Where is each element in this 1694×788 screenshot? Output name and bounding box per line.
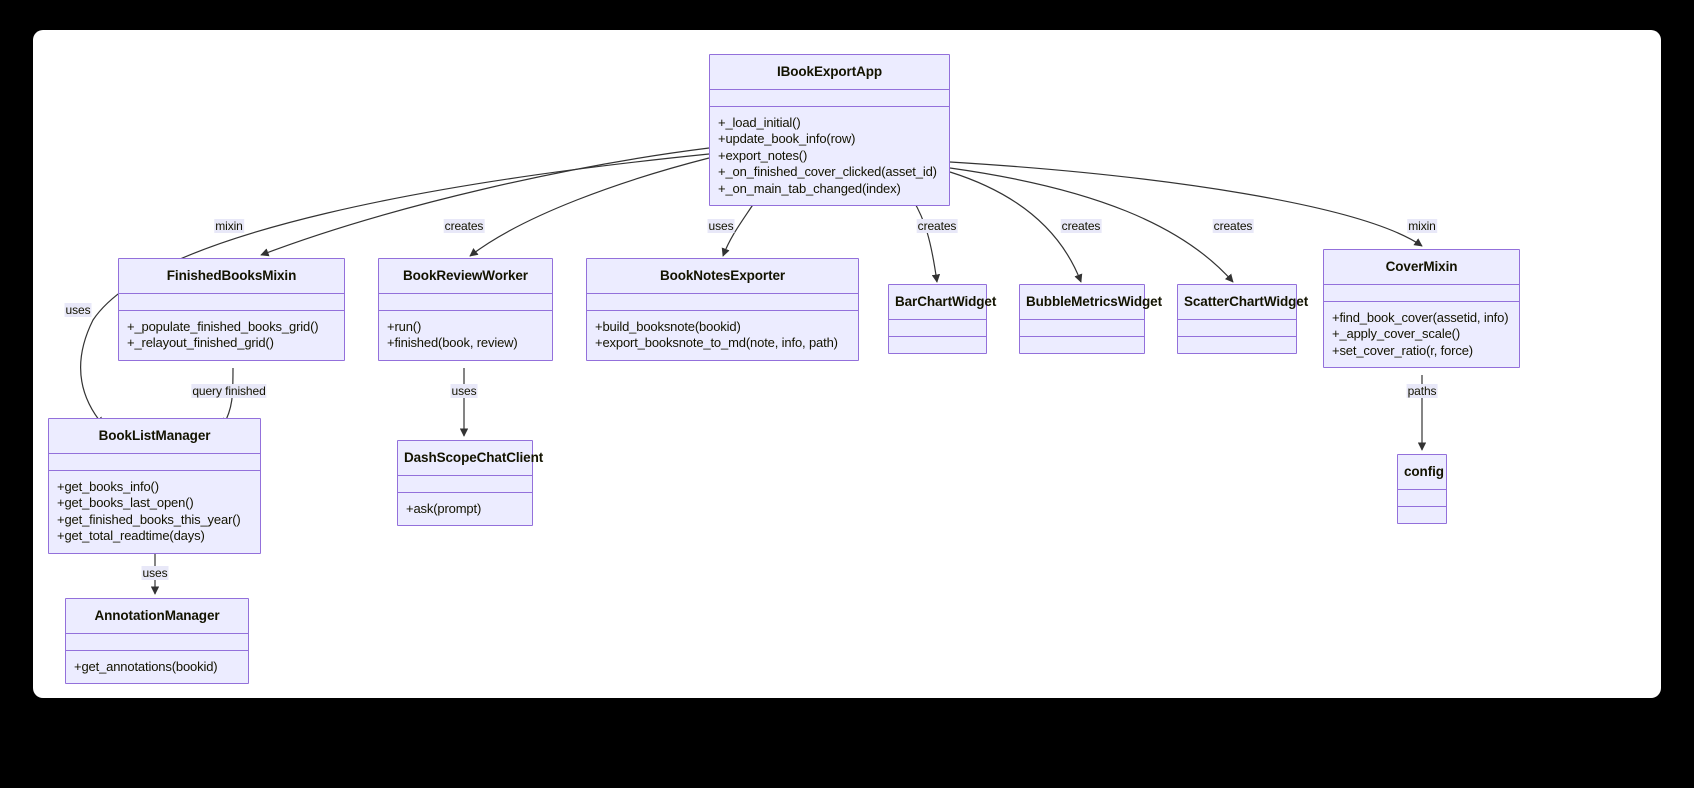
class-method: +_populate_finished_books_grid() — [127, 318, 319, 334]
class-node-booklistmanager[interactable]: BookListManager +get_books_info() +get_b… — [48, 418, 261, 554]
class-attributes — [119, 294, 344, 311]
class-attributes — [1020, 320, 1144, 337]
class-title: AnnotationManager — [66, 599, 248, 634]
class-attributes — [1178, 320, 1296, 337]
class-method: +get_annotations(bookid) — [74, 658, 218, 674]
edge-mixin-covermixin — [949, 161, 1423, 247]
class-title: ScatterChartWidget — [1178, 285, 1308, 320]
class-node-scatterchartwidget[interactable]: ScatterChartWidget — [1177, 284, 1308, 354]
class-attributes — [66, 634, 248, 651]
class-methods: +ask(prompt) — [398, 493, 532, 526]
class-method: +_apply_cover_scale() — [1332, 326, 1461, 342]
class-title: BookReviewWorker — [379, 259, 552, 294]
class-method: +set_cover_ratio(r, force) — [1332, 342, 1473, 358]
edge-label-uses-dashscopechatclient: uses — [450, 384, 478, 398]
class-title: BookNotesExporter — [587, 259, 858, 294]
class-method: +finished(book, review) — [387, 335, 518, 351]
class-method: +_on_main_tab_changed(index) — [718, 180, 901, 196]
class-method: +_relayout_finished_grid() — [127, 335, 274, 351]
class-attributes — [49, 454, 260, 471]
class-node-annotationmanager[interactable]: AnnotationManager +get_annotations(booki… — [65, 598, 249, 685]
class-attributes — [1398, 490, 1446, 507]
edge-label-paths-config: paths — [1406, 384, 1438, 398]
edge-label-mixin-finishedbooksmixin: mixin — [214, 219, 244, 233]
edge-label-uses-booknotesexporter: uses — [707, 219, 735, 233]
class-method: +update_book_info(row) — [718, 131, 856, 147]
class-attributes — [889, 320, 986, 337]
edge-label-creates-barchartwidget: creates — [916, 219, 958, 233]
edge-label-creates-scatterchartwidget: creates — [1212, 219, 1254, 233]
diagram-canvas: IBookExportApp +_load_initial() +update_… — [33, 30, 1661, 698]
class-method: +_load_initial() — [718, 114, 801, 130]
class-attributes — [1324, 285, 1519, 302]
class-method: +find_book_cover(assetid, info) — [1332, 309, 1509, 325]
class-method: +get_finished_books_this_year() — [57, 511, 241, 527]
class-title: BookListManager — [49, 419, 260, 454]
class-node-dashscopechatclient[interactable]: DashScopeChatClient +ask(prompt) — [397, 440, 543, 527]
class-node-covermixin[interactable]: CoverMixin +find_book_cover(assetid, inf… — [1323, 249, 1520, 369]
class-node-config[interactable]: config — [1397, 454, 1447, 524]
class-methods — [1398, 507, 1446, 523]
class-node-ibookexportapp[interactable]: IBookExportApp +_load_initial() +update_… — [709, 54, 950, 207]
class-title: DashScopeChatClient — [398, 441, 543, 476]
class-methods: +run() +finished(book, review) — [379, 311, 552, 360]
edge-mixin-finishedbooksmixin — [260, 147, 710, 257]
class-methods — [1020, 337, 1144, 353]
edge-label-uses-booklistmanager: uses — [64, 303, 92, 317]
class-attributes — [587, 294, 858, 311]
class-title: config — [1398, 455, 1446, 490]
edge-creates-barchartwidget — [912, 199, 941, 283]
class-title: BubbleMetricsWidget — [1020, 285, 1162, 320]
class-title: BarChartWidget — [889, 285, 996, 320]
class-method: +get_books_last_open() — [57, 495, 194, 511]
class-methods: +build_booksnote(bookid) +export_booksno… — [587, 311, 858, 360]
edge-creates-bubblemetricswidget — [949, 171, 1083, 283]
class-methods: +_load_initial() +update_book_info(row) … — [710, 107, 949, 206]
class-methods: +find_book_cover(assetid, info) +_apply_… — [1324, 302, 1519, 368]
class-title: CoverMixin — [1324, 250, 1519, 285]
edge-label-query-finished: query finished — [191, 384, 267, 398]
class-diagram: IBookExportApp +_load_initial() +update_… — [33, 30, 1661, 698]
class-title: FinishedBooksMixin — [119, 259, 344, 294]
class-node-bookreviewworker[interactable]: BookReviewWorker +run() +finished(book, … — [378, 258, 553, 361]
edge-label-creates-bookreviewworker: creates — [443, 219, 485, 233]
class-method: +_on_finished_cover_clicked(asset_id) — [718, 164, 937, 180]
class-method: +export_notes() — [718, 147, 808, 163]
class-method: +get_books_info() — [57, 478, 159, 494]
class-method: +build_booksnote(bookid) — [595, 318, 741, 334]
class-attributes — [398, 476, 532, 493]
class-methods: +_populate_finished_books_grid() +_relay… — [119, 311, 344, 360]
edge-creates-bookreviewworker — [469, 157, 710, 257]
class-methods — [889, 337, 986, 353]
class-method: +run() — [387, 318, 422, 334]
class-method: +get_total_readtime(days) — [57, 528, 205, 544]
class-method: +ask(prompt) — [406, 500, 482, 516]
class-methods: +get_books_info() +get_books_last_open()… — [49, 471, 260, 553]
edge-creates-scatterchartwidget — [949, 167, 1234, 283]
class-attributes — [710, 90, 949, 107]
class-node-bubblemetricswidget[interactable]: BubbleMetricsWidget — [1019, 284, 1162, 354]
edge-label-uses-annotationmanager: uses — [141, 566, 169, 580]
edge-label-creates-bubblemetricswidget: creates — [1060, 219, 1102, 233]
class-methods — [1178, 337, 1296, 353]
class-title: IBookExportApp — [710, 55, 949, 90]
class-node-barchartwidget[interactable]: BarChartWidget — [888, 284, 996, 354]
edge-label-mixin-covermixin: mixin — [1407, 219, 1437, 233]
class-method: +export_booksnote_to_md(note, info, path… — [595, 335, 838, 351]
class-node-finishedbooksmixin[interactable]: FinishedBooksMixin +_populate_finished_b… — [118, 258, 345, 361]
class-methods: +get_annotations(bookid) — [66, 651, 248, 684]
class-node-booknotesexporter[interactable]: BookNotesExporter +build_booksnote(booki… — [586, 258, 859, 361]
class-attributes — [379, 294, 552, 311]
